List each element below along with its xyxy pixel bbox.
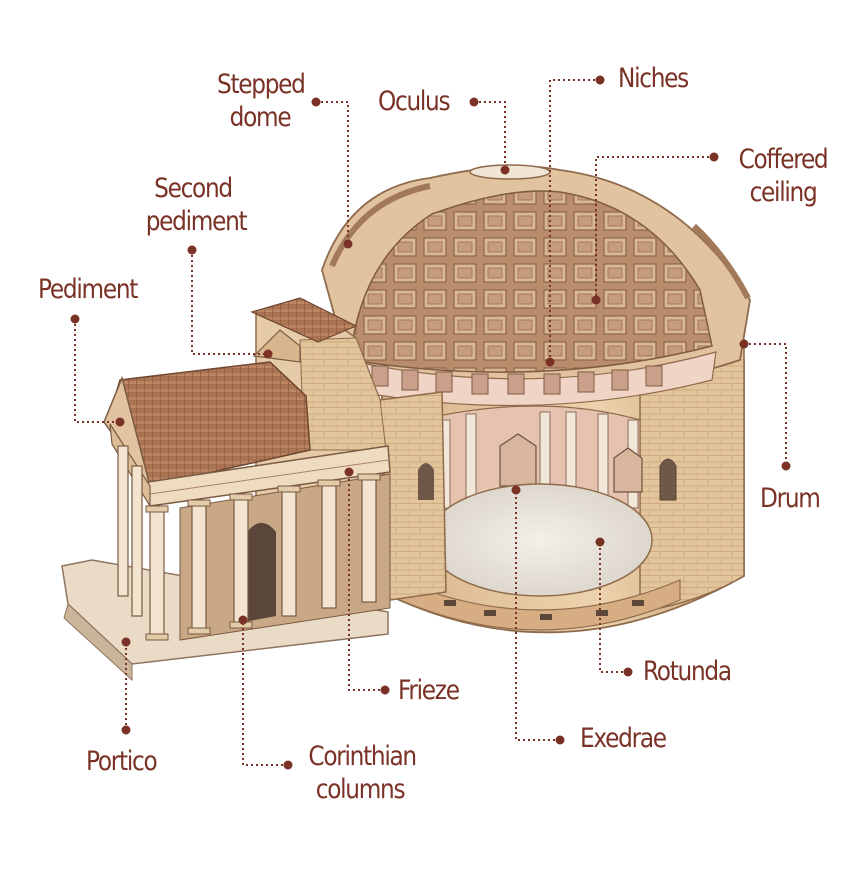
label-second-pediment: Second pediment	[145, 173, 248, 237]
label-pediment: Pediment	[38, 274, 138, 305]
label-niches: Niches	[618, 63, 689, 94]
label-oculus: Oculus	[378, 86, 451, 117]
leader-dots	[70, 75, 791, 770]
label-exedrae: Exedrae	[580, 723, 667, 754]
label-drum: Drum	[760, 483, 821, 514]
coffered-ceiling	[349, 190, 713, 373]
label-rotunda: Rotunda	[643, 656, 732, 687]
corinthian-columns	[117, 445, 377, 639]
label-portico: Portico	[86, 746, 158, 777]
leader-lines	[74, 79, 787, 766]
second-pediment-roof	[250, 297, 358, 343]
central-exedra	[499, 433, 537, 487]
label-corinthian-columns: Corinthian columns	[308, 741, 417, 805]
rotunda-floor	[427, 483, 653, 597]
oculus	[469, 164, 551, 180]
attic-niches	[371, 365, 663, 395]
label-coffered-ceiling: Coffered ceiling	[738, 144, 829, 208]
label-frieze: Frieze	[398, 675, 460, 706]
label-stepped-dome: Stepped dome	[217, 69, 306, 133]
